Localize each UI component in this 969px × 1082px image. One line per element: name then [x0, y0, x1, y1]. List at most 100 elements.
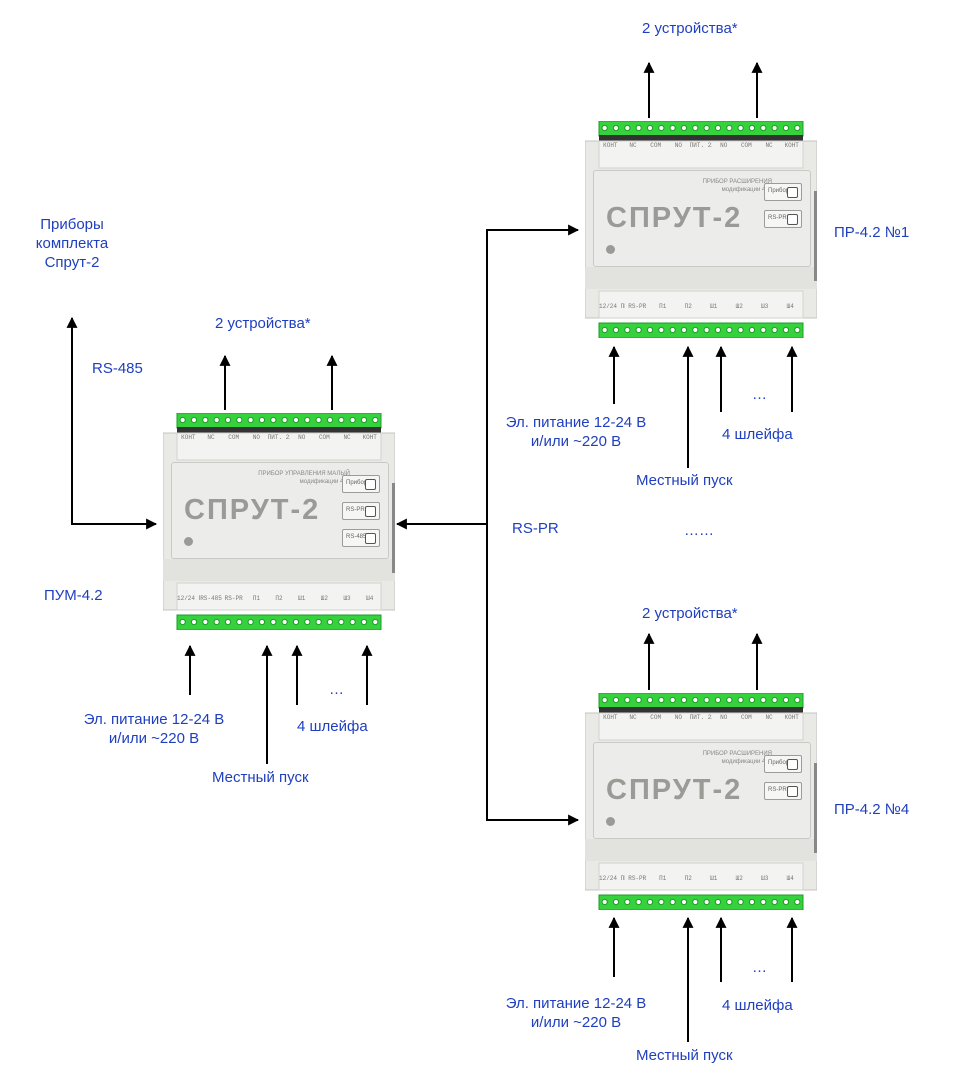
terminal-label: П2	[684, 875, 692, 882]
terminal-screw	[703, 898, 710, 906]
terminal-screw	[703, 696, 710, 704]
terminal-label: RS-PR	[628, 875, 647, 882]
indicator-pribor: Прибор	[764, 755, 802, 773]
terminal-screw	[726, 124, 733, 132]
terminal-screw	[612, 696, 620, 704]
terminal-screw	[270, 416, 277, 424]
indicator-rspr: RS-PR	[764, 210, 802, 228]
terminal-label: NC	[629, 142, 637, 149]
terminal-label: NO	[252, 434, 260, 441]
rspr-label: RS-PR	[512, 520, 559, 537]
terminal-screw	[360, 416, 368, 424]
terminal-screw	[236, 416, 243, 424]
terminal-screw	[794, 696, 801, 704]
terminal-label: П1	[252, 595, 260, 602]
terminal-screw	[737, 326, 744, 334]
pr1-power-label: Эл. питание 12-24 В и/или ~220 В	[505, 414, 647, 450]
terminal-screw	[292, 416, 300, 424]
rspr-wire-pr4	[486, 524, 580, 826]
terminal-screw	[224, 618, 232, 626]
terminal-screw	[635, 124, 642, 132]
terminal-screw	[680, 326, 688, 334]
terminal-screw	[714, 898, 722, 906]
terminal-screw	[782, 124, 790, 132]
terminal-label: КОНТ	[603, 142, 618, 149]
terminal-label: Ш4	[786, 875, 794, 882]
indicator-pribor: Прибор	[764, 183, 802, 201]
terminal-screw	[692, 898, 699, 906]
terminal-screw	[771, 898, 778, 906]
terminal-label: Ш1	[298, 595, 306, 602]
terminal-screw	[658, 696, 665, 704]
terminal-screw	[236, 618, 243, 626]
brand-logo-text: СПРУТ-2	[606, 202, 743, 234]
terminal-screw	[202, 618, 209, 626]
terminal-screw	[658, 326, 665, 334]
terminal-screw	[258, 416, 266, 424]
terminal-screw	[601, 124, 608, 132]
pr1-outputs-label: 2 устройства*	[642, 20, 738, 37]
terminal-screw	[680, 898, 688, 906]
indicator-rspr: RS-PR	[342, 502, 380, 520]
terminal-screw	[782, 898, 790, 906]
terminal-screw	[669, 124, 676, 132]
pum-local-start-label: Местный пуск	[212, 769, 309, 786]
terminal-screw	[703, 124, 710, 132]
terminal-label: ПИТ. 220V	[689, 142, 713, 149]
sprut-devices-label: Приборы комплекта Спрут-2	[35, 216, 109, 271]
pr1-local-start-label: Местный пуск	[636, 472, 733, 489]
terminal-label: NO	[674, 142, 682, 149]
pum-outputs-label: 2 устройства*	[215, 315, 311, 332]
terminal-screw	[270, 618, 277, 626]
pr4-outputs-label: 2 устройства*	[642, 605, 738, 622]
terminal-screw	[326, 416, 334, 424]
terminal-screw	[601, 326, 608, 334]
terminal-screw	[771, 696, 778, 704]
terminal-label: RS-PR	[628, 303, 647, 310]
terminal-screw	[624, 124, 631, 132]
terminal-screw	[315, 618, 322, 626]
terminal-screw	[771, 326, 778, 334]
terminal-label: Ш4	[786, 303, 794, 310]
terminal-screw	[224, 416, 232, 424]
terminal-screw	[737, 124, 744, 132]
pr1-loops-label: 4 шлейфа	[722, 426, 793, 443]
terminal-label: КОНТ	[603, 714, 618, 721]
terminal-label: П1	[659, 875, 667, 882]
terminal-screw	[247, 618, 254, 626]
pum-loops-ellipsis: …	[329, 681, 344, 698]
terminal-screw	[372, 618, 379, 626]
terminal-label: Ш3	[761, 303, 769, 310]
terminal-screw	[680, 696, 688, 704]
terminal-label: NC	[765, 142, 773, 149]
terminal-screw	[658, 898, 665, 906]
company-logo-icon	[606, 817, 615, 826]
terminal-label: RS-PR	[224, 595, 243, 602]
terminal-screw	[692, 696, 699, 704]
terminal-label: КОНТ	[181, 434, 196, 441]
terminal-screw	[612, 326, 620, 334]
terminal-screw	[360, 618, 368, 626]
terminal-screw	[669, 326, 676, 334]
terminal-screw	[247, 416, 254, 424]
terminal-screw	[338, 416, 345, 424]
terminal-screw	[258, 618, 266, 626]
terminal-label: COM	[650, 142, 662, 149]
pum-device-label: ПУМ-4.2	[44, 587, 103, 604]
terminal-label: NC	[629, 714, 637, 721]
terminal-screw	[794, 326, 801, 334]
terminal-screw	[646, 124, 654, 132]
terminal-screw	[782, 326, 790, 334]
terminal-label: COM	[740, 142, 752, 149]
terminal-label: NO	[298, 434, 306, 441]
company-logo-icon	[184, 537, 193, 546]
terminal-label: Ш4	[366, 595, 374, 602]
terminal-screw	[304, 618, 311, 626]
